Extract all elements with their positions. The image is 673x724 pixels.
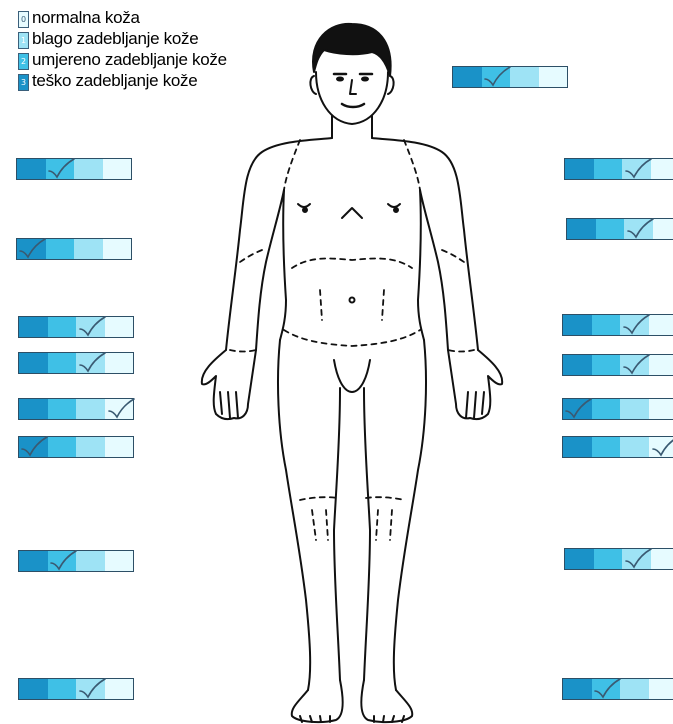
scale-cell-level-3[interactable] (19, 679, 48, 699)
scale-cell-level-3[interactable] (565, 159, 594, 179)
scale-cell-level-2[interactable] (592, 679, 621, 699)
scale-cell-level-1[interactable] (74, 159, 103, 179)
scale-cell-level-1[interactable] (510, 67, 539, 87)
scale-cell-level-3[interactable] (17, 159, 46, 179)
scale-cell-level-3[interactable] (567, 219, 596, 239)
scale-cell-level-0[interactable] (103, 159, 132, 179)
scale-cell-level-0[interactable] (651, 549, 673, 569)
scale-cell-level-2[interactable] (46, 159, 75, 179)
scale-cell-level-2[interactable] (48, 399, 77, 419)
scale-cell-level-1[interactable] (76, 353, 105, 373)
scale-cell-level-2[interactable] (48, 551, 77, 571)
scale-cell-level-0[interactable] (649, 355, 673, 375)
scale-cell-level-3[interactable] (563, 355, 592, 375)
scale-cell-level-2[interactable] (48, 437, 77, 457)
scale-cell-level-0[interactable] (105, 679, 134, 699)
scale-cell-level-2[interactable] (592, 355, 621, 375)
scale-cell-level-1[interactable] (620, 399, 649, 419)
scale-cell-level-1[interactable] (76, 317, 105, 337)
skin-scale-abdomen[interactable] (562, 398, 673, 420)
scale-cell-level-1[interactable] (74, 239, 103, 259)
hair (313, 24, 391, 76)
scale-cell-level-2[interactable] (48, 317, 77, 337)
scale-cell-level-3[interactable] (563, 679, 592, 699)
scale-cell-level-0[interactable] (649, 437, 673, 457)
skin-scale-right-forearm[interactable] (16, 238, 132, 260)
scale-cell-level-3[interactable] (565, 549, 594, 569)
scale-cell-level-2[interactable] (48, 353, 77, 373)
scale-cell-level-3[interactable] (19, 551, 48, 571)
scale-cell-level-2[interactable] (46, 239, 75, 259)
skin-scale-right-upper-arm[interactable] (16, 158, 132, 180)
scale-cell-level-0[interactable] (105, 353, 134, 373)
scale-cell-level-1[interactable] (76, 551, 105, 571)
scale-cell-level-2[interactable] (594, 159, 623, 179)
scale-cell-level-2[interactable] (592, 399, 621, 419)
scale-cell-level-3[interactable] (453, 67, 482, 87)
scale-cell-level-1[interactable] (620, 355, 649, 375)
scale-cell-level-2[interactable] (482, 67, 511, 87)
scale-cell-level-1[interactable] (622, 159, 651, 179)
scale-cell-level-0[interactable] (649, 399, 673, 419)
skin-scale-left-forearm[interactable] (566, 218, 673, 240)
skin-scale-left-hand[interactable] (562, 314, 673, 336)
skin-scale-face[interactable] (452, 66, 568, 88)
scale-cell-level-2[interactable] (592, 315, 621, 335)
skin-scale-chest[interactable] (18, 398, 134, 420)
scale-cell-level-0[interactable] (105, 399, 134, 419)
scale-cell-level-2[interactable] (48, 679, 77, 699)
scale-cell-level-1[interactable] (622, 549, 651, 569)
scale-cell-level-3[interactable] (19, 399, 48, 419)
scale-cell-level-1[interactable] (620, 437, 649, 457)
torso-outline (226, 138, 478, 350)
skin-scale-left-foot[interactable] (562, 678, 673, 700)
scale-cell-level-1[interactable] (76, 399, 105, 419)
scale-cell-level-0[interactable] (105, 317, 134, 337)
scale-cell-level-2[interactable] (596, 219, 625, 239)
scale-cell-level-0[interactable] (649, 679, 673, 699)
scale-cell-level-0[interactable] (651, 159, 673, 179)
scale-cell-level-2[interactable] (594, 549, 623, 569)
scale-cell-level-0[interactable] (105, 437, 134, 457)
skin-scale-left-leg[interactable] (564, 548, 673, 570)
scale-cell-level-3[interactable] (19, 317, 48, 337)
scale-cell-level-1[interactable] (76, 679, 105, 699)
skin-scale-right-hand[interactable] (18, 316, 134, 338)
skin-scale-left-fingers[interactable] (562, 354, 673, 376)
skin-scale-left-upper-arm[interactable] (564, 158, 673, 180)
scale-cell-level-3[interactable] (563, 399, 592, 419)
scale-cell-level-1[interactable] (624, 219, 653, 239)
scale-cell-level-3[interactable] (19, 353, 48, 373)
scale-cell-level-0[interactable] (649, 315, 673, 335)
scale-cell-level-3[interactable] (17, 239, 46, 259)
scale-cell-level-2[interactable] (592, 437, 621, 457)
skin-scale-right-fingers[interactable] (18, 352, 134, 374)
scale-cell-level-0[interactable] (539, 67, 568, 87)
scale-cell-level-1[interactable] (620, 679, 649, 699)
skin-scale-left-thigh[interactable] (562, 436, 673, 458)
scale-cell-level-1[interactable] (76, 437, 105, 457)
scale-cell-level-3[interactable] (19, 437, 48, 457)
skin-scale-right-foot[interactable] (18, 678, 134, 700)
scale-cell-level-0[interactable] (103, 239, 132, 259)
scale-cell-level-3[interactable] (563, 315, 592, 335)
scale-cell-level-1[interactable] (620, 315, 649, 335)
skin-scale-right-leg[interactable] (18, 550, 134, 572)
scale-cell-level-3[interactable] (563, 437, 592, 457)
scale-cell-level-0[interactable] (105, 551, 134, 571)
scale-cell-level-0[interactable] (653, 219, 673, 239)
skin-scale-right-thigh[interactable] (18, 436, 134, 458)
